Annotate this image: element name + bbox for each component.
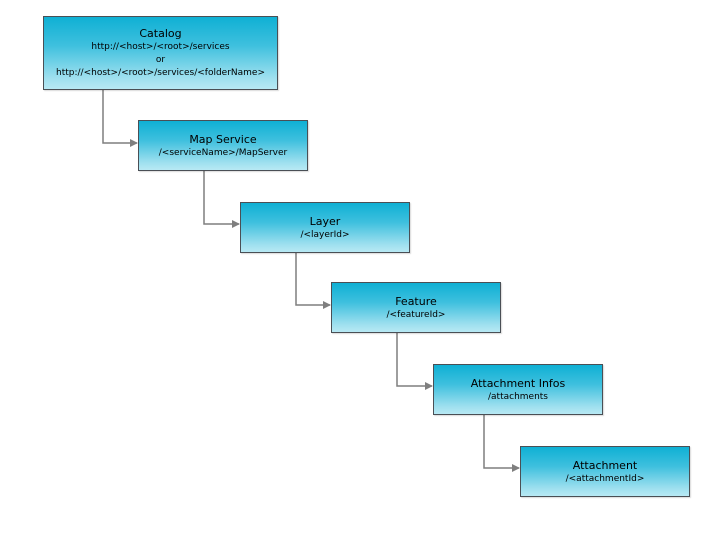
connector-layer-to-feature	[295, 253, 331, 309]
connector-catalog-to-map-service	[102, 90, 138, 147]
catalog-or-line: or	[155, 54, 166, 65]
feature-node: Feature /<featureId>	[331, 282, 501, 333]
map-service-title: Map Service	[189, 132, 257, 146]
layer-title: Layer	[309, 214, 341, 228]
attachment-title: Attachment	[572, 458, 638, 472]
attachment-path: /<attachmentId>	[565, 473, 645, 484]
connector-attachment-infos-to-attachment	[483, 415, 520, 472]
catalog-node: Catalog http://<host>/<root>/services or…	[43, 16, 278, 90]
attachment-infos-title: Attachment Infos	[470, 376, 566, 390]
attachment-node: Attachment /<attachmentId>	[520, 446, 690, 497]
catalog-folder-url-line: http://<host>/<root>/services/<folderNam…	[56, 67, 265, 78]
layer-path: /<layerId>	[300, 229, 350, 240]
layer-node: Layer /<layerId>	[240, 202, 410, 253]
feature-path: /<featureId>	[386, 309, 446, 320]
connector-feature-to-attachment-infos	[396, 333, 433, 390]
connector-map-service-to-layer	[203, 171, 240, 228]
attachment-infos-path: /attachments	[488, 391, 548, 402]
map-service-path: /<serviceName>/MapServer	[158, 147, 288, 158]
attachment-infos-node: Attachment Infos /attachments	[433, 364, 603, 415]
catalog-url-line: http://<host>/<root>/services	[91, 41, 230, 52]
map-service-node: Map Service /<serviceName>/MapServer	[138, 120, 308, 171]
catalog-title: Catalog	[139, 26, 182, 40]
feature-title: Feature	[395, 294, 437, 308]
